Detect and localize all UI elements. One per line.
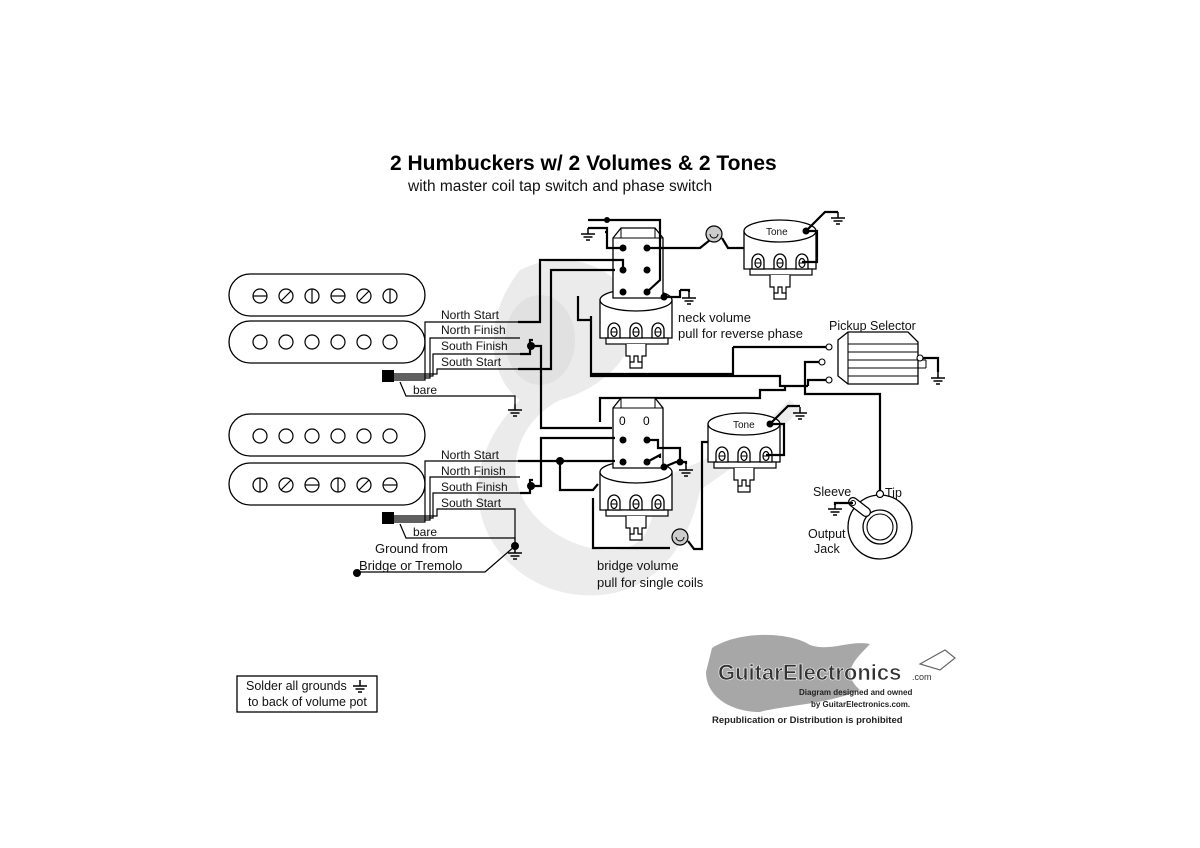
logo-notice: Republication or Distribution is prohibi… [712,715,903,726]
pickup-selector-switch [818,331,927,385]
ground-label-line2: Bridge or Tremolo [359,558,462,573]
pickup-selector-label: Pickup Selector [829,319,916,333]
slug-poles [252,428,398,444]
slotted-pole-screws [252,477,398,493]
bridge-volume-label-line2: pull for single coils [597,575,704,590]
jack-tip-label: Tip [885,486,902,500]
bridge-wire-north-finish: North Finish [441,464,506,478]
guitarelectronics-logo: GuitarElectronics .com Diagram designed … [706,634,956,726]
logo-brand: GuitarElectronics [718,660,901,685]
jack-label-line2: Jack [814,542,840,556]
neck-tone-capacitor [705,225,723,243]
neck-wire-north-finish: North Finish [441,323,506,337]
bridge-tone-label: Tone [733,420,755,431]
diagram-subtitle: with master coil tap switch and phase sw… [407,178,712,195]
neck-volume-label-line2: pull for reverse phase [678,326,803,341]
bridge-wire-south-finish: South Finish [441,480,508,494]
note-line1: Solder all grounds [246,679,347,693]
svg-text:0: 0 [643,414,650,428]
watermark-guitar [478,260,800,596]
bridge-wire-south-start: South Start [441,496,502,510]
bridge-wire-north-start: North Start [441,448,500,462]
neck-wire-south-start: South Start [441,355,502,369]
logo-credit-line2: by GuitarElectronics.com. [811,700,910,709]
logo-tld: .com [912,672,932,682]
output-jack [847,489,913,560]
neck-wire-south-finish: South Finish [441,339,508,353]
diagram-title: 2 Humbuckers w/ 2 Volumes & 2 Tones [390,152,777,175]
jack-label-line1: Output [808,527,846,541]
ground-label-line1: Ground from [375,541,448,556]
jack-sleeve-label: Sleeve [813,485,851,499]
neck-wire-north-start: North Start [441,308,500,322]
slotted-pole-screws [252,288,398,304]
svg-text:0: 0 [619,414,626,428]
neck-tone-label: Tone [766,227,788,238]
bridge-volume-label-line1: bridge volume [597,558,679,573]
neck-volume-label-line1: neck volume [678,310,751,325]
bridge-humbucker [228,413,523,577]
slug-poles [252,334,398,350]
neck-wire-bare: bare [413,383,437,397]
note-line2: to back of volume pot [248,695,367,709]
bridge-wire-bare: bare [413,525,437,539]
neck-humbucker [228,273,523,417]
bridge-tone-capacitor [671,528,689,546]
logo-credit-line1: Diagram designed and owned [799,688,912,697]
ground-note-box [236,675,378,713]
